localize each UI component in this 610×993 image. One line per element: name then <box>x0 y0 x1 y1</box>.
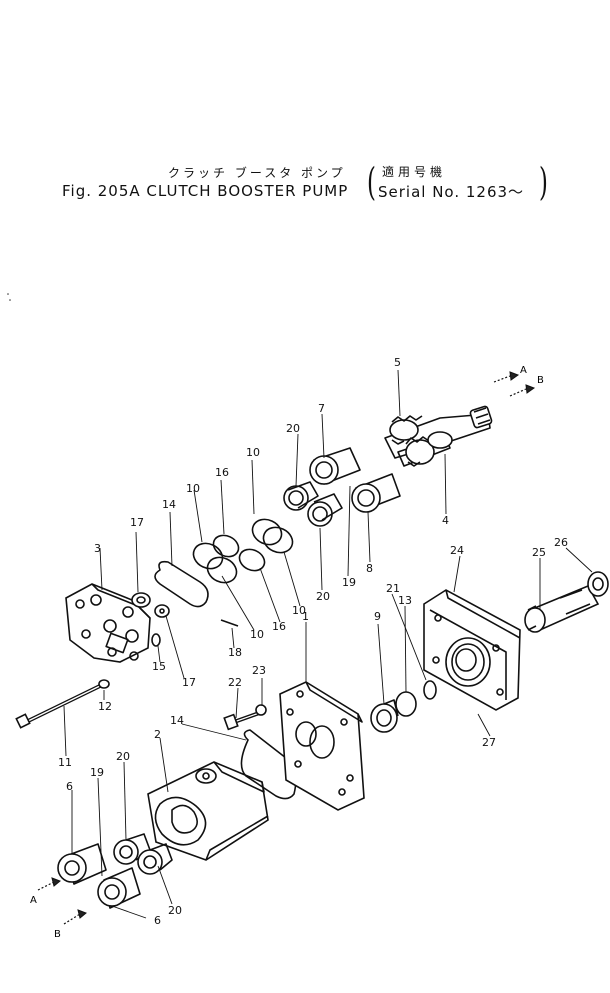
callout-10-right: 10 <box>292 604 306 617</box>
drive-gear-shaft <box>384 405 493 459</box>
figure-title: Fig. 205A CLUTCH BOOSTER PUMP <box>62 182 349 200</box>
washer-23 <box>255 704 267 716</box>
callout-17-mid: 17 <box>182 676 196 689</box>
bolt-22 <box>223 710 263 731</box>
coupling-25 <box>524 584 600 633</box>
callout-14-top: 14 <box>162 498 176 511</box>
callout-25: 25 <box>532 546 546 559</box>
flow-label-bottom-b: B <box>54 929 61 940</box>
callout-8: 8 <box>366 562 373 575</box>
callout-11: 11 <box>58 756 72 769</box>
snap-ring-13 <box>395 691 417 717</box>
bushing-upper-right <box>351 473 401 513</box>
callout-9: 9 <box>374 610 381 623</box>
washer-12 <box>98 679 110 689</box>
pump-housing <box>147 761 269 861</box>
callout-6-left: 6 <box>66 780 73 793</box>
callout-numbers: 5 4 7 20 20 8 19 10 16 10 14 17 3 10 16 … <box>58 356 568 927</box>
bushing-upper-left <box>309 447 361 485</box>
callout-1: 1 <box>302 610 309 623</box>
figure-header: クラッチ ブースタ ポンプ ( 適用号機 Fig. 205A CLUTCH BO… <box>0 0 610 230</box>
washer-17 <box>131 592 170 618</box>
serial-number: Serial No. 1263～ <box>378 183 525 201</box>
flange-plate <box>279 681 365 811</box>
oil-seal-9 <box>370 699 399 733</box>
callout-20-mid: 20 <box>316 590 330 603</box>
flow-arrow-top-a: A <box>493 365 527 383</box>
bolt-11 <box>15 682 105 729</box>
bearing-lower-b <box>137 843 173 875</box>
callout-5: 5 <box>394 356 401 369</box>
bushing-lower-left <box>57 843 107 885</box>
callout-19-low: 19 <box>90 766 104 779</box>
flow-arrow-top-b: B <box>509 375 544 397</box>
flow-label-top-a: A <box>520 365 527 376</box>
callout-10-top: 10 <box>246 446 260 459</box>
scan-speck <box>7 293 11 301</box>
japanese-applicability: 適用号機 <box>382 165 447 179</box>
callout-13: 13 <box>398 594 412 607</box>
callout-10-left: 10 <box>186 482 200 495</box>
callout-2: 2 <box>154 728 161 741</box>
o-ring-15 <box>151 633 161 647</box>
callout-3: 3 <box>94 542 101 555</box>
callout-4: 4 <box>442 514 449 527</box>
pump-cover <box>65 583 151 663</box>
callout-20-top: 20 <box>286 422 300 435</box>
adapter-plate <box>423 589 521 711</box>
bearing-upper-b <box>307 493 343 527</box>
callout-18: 18 <box>228 646 242 659</box>
callout-12: 12 <box>98 700 112 713</box>
o-ring-10-left-b <box>206 556 238 584</box>
callout-10-mid: 10 <box>250 628 264 641</box>
callout-16-mid: 16 <box>272 620 286 633</box>
flow-arrow-bottom-a: A <box>30 877 61 906</box>
callout-20-bottom: 20 <box>168 904 182 917</box>
callout-27: 27 <box>482 736 496 749</box>
o-ring-21 <box>423 680 437 700</box>
close-paren: ) <box>538 160 548 204</box>
callout-20-low: 20 <box>116 750 130 763</box>
o-ring-10-upper <box>251 518 283 546</box>
callout-15: 15 <box>152 660 166 673</box>
callout-24: 24 <box>450 544 464 557</box>
callout-16-top: 16 <box>215 466 229 479</box>
o-ring-10-left <box>192 542 224 570</box>
callout-19-top: 19 <box>342 576 356 589</box>
seal-14-upper <box>154 560 209 608</box>
bushing-lower-right <box>97 867 141 909</box>
callout-17-top: 17 <box>130 516 144 529</box>
driven-gear-shaft <box>397 431 453 467</box>
pin-18 <box>220 619 239 627</box>
leader-lines <box>63 369 593 919</box>
callout-7: 7 <box>318 402 325 415</box>
callout-6-bottom: 6 <box>154 914 161 927</box>
callout-23: 23 <box>252 664 266 677</box>
japanese-title: クラッチ ブースタ ポンプ <box>168 166 346 180</box>
callout-21: 21 <box>386 582 400 595</box>
callout-14-low: 14 <box>170 714 184 727</box>
flow-arrow-bottom-b: B <box>54 909 87 940</box>
ring-26 <box>587 571 609 597</box>
backup-ring-16-right <box>238 548 266 572</box>
flow-label-top-b: B <box>537 375 544 386</box>
callout-26: 26 <box>554 536 568 549</box>
o-ring-10-upper-b <box>262 526 294 554</box>
flow-label-bottom-a: A <box>30 895 37 906</box>
callout-22: 22 <box>228 676 242 689</box>
seal-14-lower <box>240 729 297 800</box>
open-paren: ( <box>366 160 376 204</box>
